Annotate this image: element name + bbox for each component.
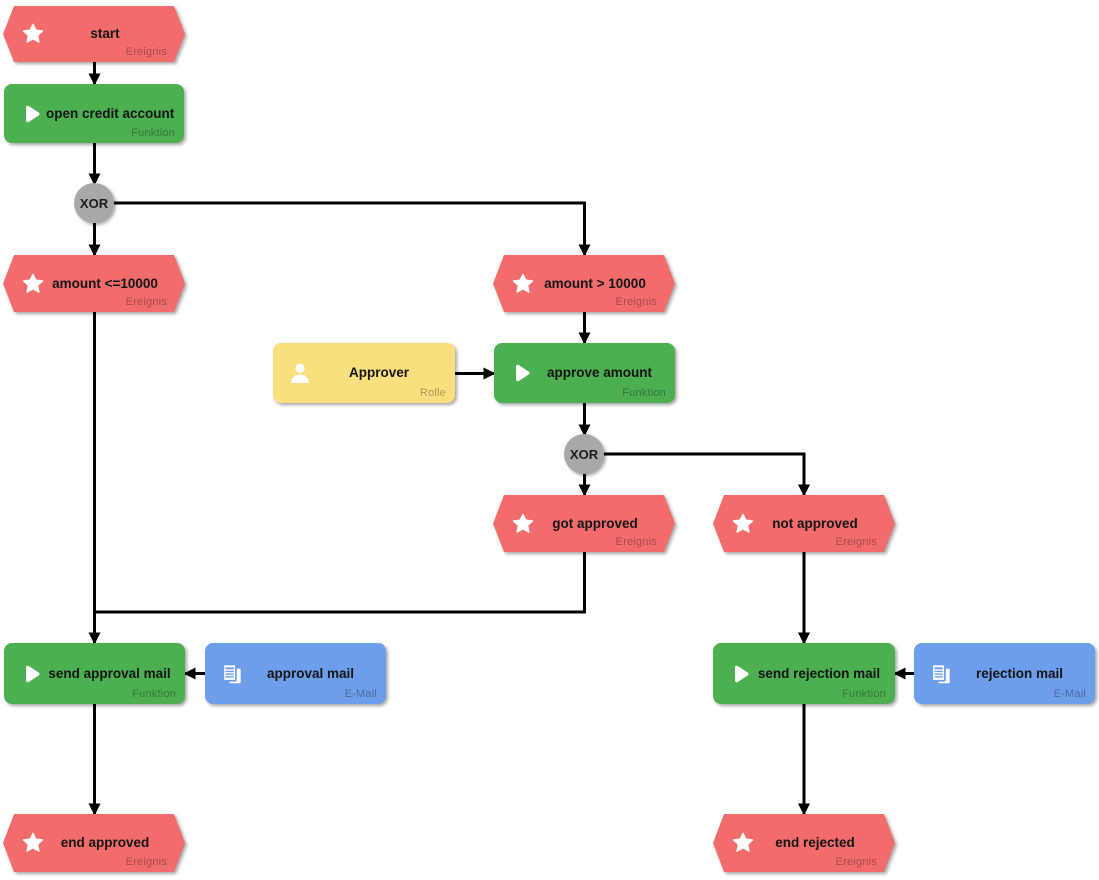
event-end-approved[interactable]: end approved Ereignis	[3, 814, 185, 872]
event-shape: amount > 10000 Ereignis	[493, 255, 675, 312]
function-approve-amount[interactable]: approve amount Funktion	[494, 343, 675, 403]
edge-got-approved-merge	[94, 552, 586, 614]
function-shape: send rejection mail Funktion	[713, 643, 895, 704]
function-shape: open credit account Funktion	[4, 84, 184, 143]
edge-xor2-to-not-approved	[603, 452, 810, 497]
function-shape: approve amount Funktion	[494, 343, 675, 403]
event-shape: got approved Ereignis	[493, 495, 675, 552]
node-label: amount > 10000	[544, 275, 646, 291]
event-shape: end approved Ereignis	[3, 814, 185, 872]
documents-icon	[928, 661, 954, 687]
play-icon	[727, 661, 753, 687]
star-icon	[511, 512, 535, 536]
node-label: open credit account	[46, 105, 175, 121]
node-type-label: E-Mail	[1053, 688, 1086, 700]
node-type-label: E-Mail	[344, 688, 377, 700]
mail-shape: rejection mail E-Mail	[914, 643, 1095, 704]
role-approver[interactable]: Approver Rolle	[273, 343, 455, 403]
event-amount-le-10000[interactable]: amount <=10000 Ereignis	[3, 255, 185, 312]
node-type-label: Ereignis	[835, 856, 877, 868]
star-icon	[21, 831, 45, 855]
star-icon	[511, 272, 535, 296]
node-label: Approver	[348, 364, 409, 380]
star-icon	[731, 831, 755, 855]
xor-connector-2[interactable]: XOR	[564, 434, 604, 474]
node-label: amount <=10000	[52, 275, 158, 291]
connector-shape: XOR	[74, 183, 114, 223]
node-type-label: Funktion	[131, 127, 175, 139]
star-icon	[21, 22, 45, 46]
node-label: not approved	[772, 515, 858, 531]
connector-shape: XOR	[564, 434, 604, 474]
edge-xor1-to-amount-gt-10000	[113, 201, 591, 257]
xor-label: XOR	[79, 195, 109, 211]
node-label: approve amount	[546, 364, 652, 380]
event-got-approved[interactable]: got approved Ereignis	[493, 495, 675, 552]
node-label: end approved	[60, 834, 150, 850]
node-label: send rejection mail	[757, 665, 881, 681]
node-label: rejection mail	[975, 665, 1064, 681]
node-type-label: Ereignis	[615, 296, 657, 308]
event-not-approved[interactable]: not approved Ereignis	[713, 495, 895, 552]
play-icon	[508, 360, 534, 386]
person-icon	[287, 360, 313, 386]
node-type-label: Ereignis	[615, 536, 657, 548]
play-icon	[18, 661, 44, 687]
role-shape: Approver Rolle	[273, 343, 455, 403]
event-shape: end rejected Ereignis	[713, 814, 895, 872]
function-send-approval-mail[interactable]: send approval mail Funktion	[4, 643, 185, 704]
function-send-rejection-mail[interactable]: send rejection mail Funktion	[713, 643, 895, 704]
node-label: end rejected	[775, 834, 855, 850]
node-label: start	[90, 25, 120, 41]
star-icon	[731, 512, 755, 536]
node-type-label: Ereignis	[125, 856, 167, 868]
node-type-label: Funktion	[132, 688, 176, 700]
event-shape: not approved Ereignis	[713, 495, 895, 552]
node-type-label: Funktion	[622, 387, 666, 399]
function-shape: send approval mail Funktion	[4, 643, 185, 704]
function-open-credit-account[interactable]: open credit account Funktion	[4, 84, 184, 143]
event-end-rejected[interactable]: end rejected Ereignis	[713, 814, 895, 872]
node-label: send approval mail	[48, 665, 171, 681]
documents-icon	[219, 661, 245, 687]
event-start[interactable]: start Ereignis	[3, 6, 185, 62]
node-type-label: Rolle	[419, 387, 446, 399]
xor-label: XOR	[569, 446, 599, 462]
star-icon	[21, 272, 45, 296]
node-type-label: Ereignis	[125, 296, 167, 308]
event-shape: amount <=10000 Ereignis	[3, 255, 185, 312]
mail-shape: approval mail E-Mail	[205, 643, 386, 704]
mail-rejection-mail[interactable]: rejection mail E-Mail	[914, 643, 1095, 704]
play-icon	[18, 101, 44, 127]
node-label: got approved	[552, 515, 638, 531]
xor-connector-1[interactable]: XOR	[74, 183, 114, 223]
event-amount-gt-10000[interactable]: amount > 10000 Ereignis	[493, 255, 675, 312]
mail-approval-mail[interactable]: approval mail E-Mail	[205, 643, 386, 704]
node-type-label: Ereignis	[835, 536, 877, 548]
node-label: approval mail	[266, 665, 355, 681]
event-shape: start Ereignis	[3, 6, 185, 62]
node-type-label: Ereignis	[125, 46, 167, 58]
node-type-label: Funktion	[842, 688, 886, 700]
